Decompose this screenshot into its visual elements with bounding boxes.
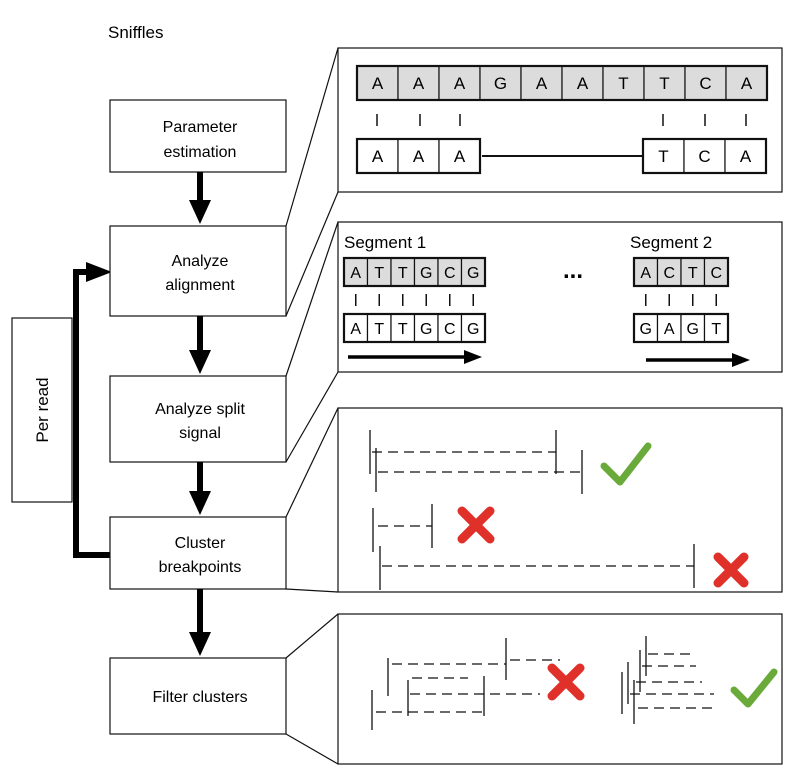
segment-2-direction-arrow xyxy=(646,353,750,367)
nucleotide-letter: T xyxy=(659,74,669,93)
loop-line xyxy=(73,269,110,558)
step-4-line1: Cluster xyxy=(175,535,226,552)
pipeline-step-5: Filter clusters xyxy=(109,657,287,735)
nucleotide-letter: C xyxy=(444,321,456,338)
nucleotide-letter: A xyxy=(741,74,753,93)
nucleotide-letter: T xyxy=(374,321,384,338)
step-1-line1: Parameter xyxy=(163,119,238,136)
cluster-panel xyxy=(337,407,783,593)
diagram-title: Sniffles xyxy=(108,23,163,42)
nucleotide-letter: C xyxy=(698,147,710,166)
nucleotide-letter: A xyxy=(372,74,384,93)
nucleotide-letter: T xyxy=(618,74,628,93)
nucleotide-letter: A xyxy=(640,265,651,282)
nucleotide-letter: G xyxy=(687,321,699,338)
check-icon xyxy=(600,442,652,486)
segment-ellipsis: ... xyxy=(563,257,583,284)
cross-icon xyxy=(713,552,749,588)
nucleotide-letter: A xyxy=(664,321,675,338)
pipeline-step-2: Analyze alignment xyxy=(109,225,287,317)
step-4-line2: breakpoints xyxy=(159,559,242,576)
nucleotide-cell xyxy=(397,138,440,174)
segment-2-label: Segment 2 xyxy=(630,233,712,252)
nucleotide-letter: T xyxy=(688,265,698,282)
per-read-box xyxy=(11,317,73,503)
nucleotide-letter: A xyxy=(413,74,425,93)
sequence-outline xyxy=(641,137,768,175)
reference-match-ticks xyxy=(376,114,747,126)
nucleotide-letter: A xyxy=(454,74,466,93)
nucleotide-letter: A xyxy=(536,74,548,93)
cluster-breakpoint-marks xyxy=(369,430,695,590)
down-arrows xyxy=(189,172,211,656)
nucleotide-letter: C xyxy=(663,265,675,282)
sequence-outline xyxy=(355,64,769,102)
nucleotide-letter: A xyxy=(372,147,384,166)
step-5-line1: Filter clusters xyxy=(152,689,247,706)
nucleotide-letter: T xyxy=(711,321,721,338)
panel-connectors xyxy=(285,47,339,765)
segment-ticks xyxy=(355,294,717,306)
alignment-panel: A A A G A A T T C A A A A T C A xyxy=(337,47,783,193)
nucleotide-letter: A xyxy=(740,147,752,166)
sequence-outline xyxy=(632,256,730,288)
nucleotide-letter: G xyxy=(494,74,507,93)
nucleotide-letter: G xyxy=(640,321,652,338)
cross-icon xyxy=(457,506,495,544)
filter-panel xyxy=(337,613,783,765)
nucleotide-cell xyxy=(438,138,481,174)
nucleotide-letter: C xyxy=(444,265,456,282)
nucleotide-letter: A xyxy=(350,321,361,338)
nucleotide-letter: A xyxy=(413,147,425,166)
nucleotide-letter: T xyxy=(658,147,668,166)
nucleotide-cell xyxy=(561,65,604,101)
step-1-line2: estimation xyxy=(164,144,237,161)
nucleotide-letter: G xyxy=(420,321,432,338)
per-read-loop: Per read xyxy=(11,262,112,558)
filter-cluster-right xyxy=(621,636,716,724)
nucleotide-letter: T xyxy=(374,265,384,282)
pipeline-step-3: Analyze split signal xyxy=(109,375,287,463)
nucleotide-letter: A xyxy=(577,74,589,93)
pipeline-step-1: Parameter estimation xyxy=(109,99,287,173)
sequence-outline xyxy=(355,137,482,175)
nucleotide-letter: G xyxy=(467,265,479,282)
sequence-outline xyxy=(342,256,487,288)
nucleotide-letter: C xyxy=(710,265,722,282)
nucleotide-letter: A xyxy=(454,147,466,166)
step-3-line1: Analyze split xyxy=(155,401,245,418)
loop-arrowhead xyxy=(86,262,112,282)
sequence-outline xyxy=(342,312,487,344)
nucleotide-letter: T xyxy=(398,321,408,338)
check-icon xyxy=(730,668,778,708)
step-2-line1: Analyze xyxy=(172,253,229,270)
segment-1-direction-arrow xyxy=(348,350,482,364)
cross-icon xyxy=(547,663,585,701)
nucleotide-letter: T xyxy=(398,265,408,282)
nucleotide-letter: G xyxy=(467,321,479,338)
nucleotide-letter: G xyxy=(420,265,432,282)
sequence-outline xyxy=(632,312,730,344)
filter-cluster-left xyxy=(371,638,560,730)
per-read-label: Per read xyxy=(33,377,52,442)
step-3-line2: signal xyxy=(179,425,221,442)
nucleotide-letter: C xyxy=(699,74,711,93)
step-2-line2: alignment xyxy=(165,277,235,294)
segment-1-label: Segment 1 xyxy=(344,233,426,252)
nucleotide-letter: A xyxy=(350,265,361,282)
pipeline-step-4: Cluster breakpoints xyxy=(109,516,287,590)
